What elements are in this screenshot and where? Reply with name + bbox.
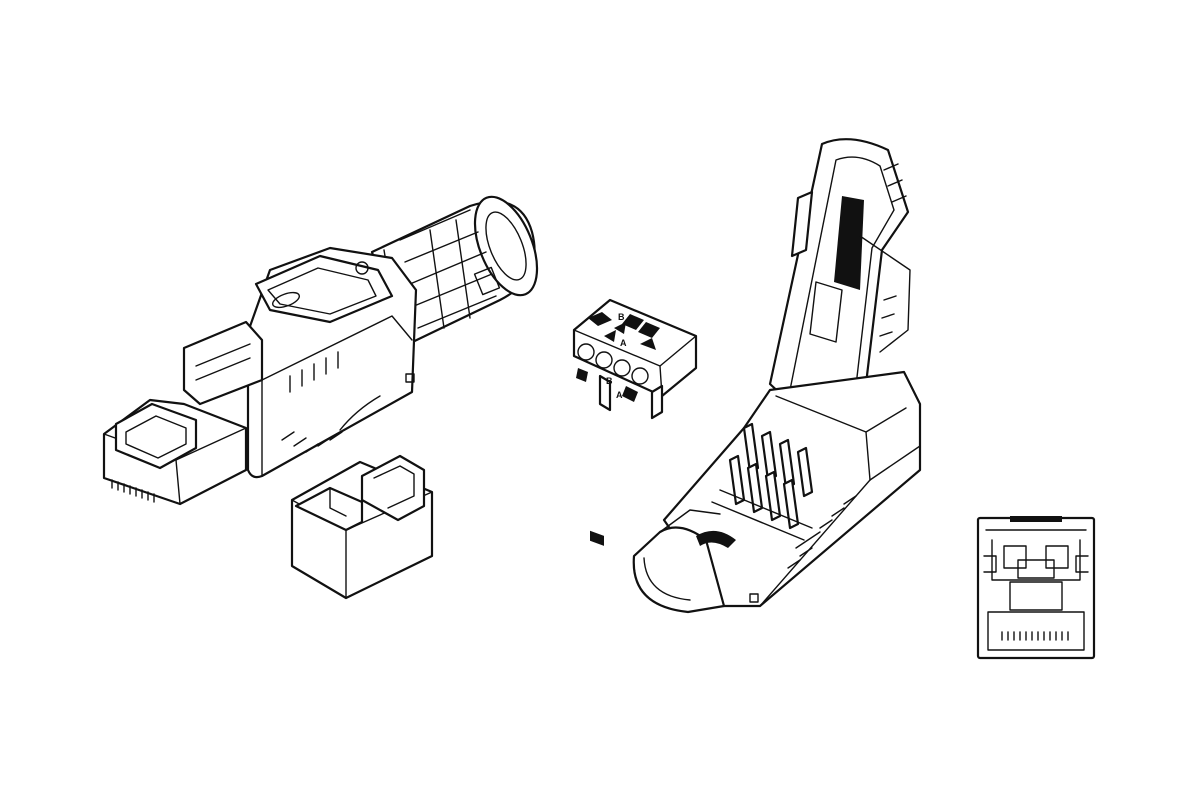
marker-b-lower: B — [606, 376, 613, 386]
marker-a: A — [620, 338, 627, 348]
open-plug-housing — [632, 138, 922, 614]
assembled-plug — [102, 195, 539, 506]
wire-cap — [290, 454, 434, 600]
wire-guide-insert: B A B A — [572, 298, 698, 546]
plug-front-view — [976, 516, 1096, 660]
marker-b: B — [618, 312, 625, 322]
marker-a-lower: A — [616, 390, 623, 400]
